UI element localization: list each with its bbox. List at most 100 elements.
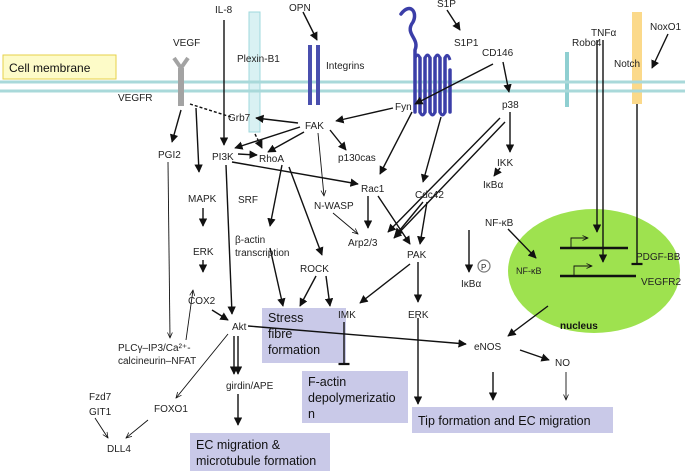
edge-pi3k-rac1 [231, 161, 359, 187]
label-p38: p38 [502, 100, 519, 111]
label-notch: Notch [614, 59, 640, 70]
edge-vegfr-mapk [194, 107, 203, 173]
edge-git1-dll4 [94, 417, 108, 438]
label-girdin: girdin/APE [226, 381, 274, 392]
label-rock: ROCK [300, 264, 329, 275]
s1p1-loops [413, 53, 452, 117]
label-opn: OPN [289, 3, 311, 14]
edge-nfkb-nucleus [507, 228, 537, 259]
edge-nwasp-arp23 [332, 212, 358, 234]
label-ikba1: IκBα [483, 180, 503, 191]
edge-akt-foxo1 [176, 333, 229, 398]
label-pak: PAK [407, 250, 427, 261]
tip-formation-box [412, 407, 613, 433]
membrane-label: Cell membrane [9, 61, 91, 75]
outcome-tip: Tip formation and EC migration [418, 414, 591, 428]
edge-s1p-s1p1 [446, 9, 461, 31]
edge-vegfr-grb7 [189, 103, 232, 118]
edge-fak-p130cas [329, 129, 347, 151]
label-p130cas: p130cas [338, 153, 376, 164]
label-pdgfbb: PDGF-BB [636, 252, 681, 263]
label-rhoa: RhoA [259, 154, 284, 165]
label-enos: eNOS [474, 342, 502, 353]
label-bactin2: transcription [235, 248, 289, 259]
label-akt: Akt [232, 322, 247, 333]
integrin-receptor-b [316, 45, 320, 105]
label-tnfa: TNFα [591, 28, 616, 39]
vegfr-stem [178, 68, 184, 106]
label-fak: FAK [305, 121, 324, 132]
label-vegf: VEGF [173, 38, 200, 49]
outcome-factin-1: F-actin [308, 375, 346, 389]
notch-receptor [632, 12, 642, 104]
edge-fak-pi3k [234, 126, 301, 150]
edge-p38-arp23b [393, 121, 506, 239]
label-no: NO [555, 358, 570, 369]
plexin-receptor [248, 11, 261, 133]
phospho-circle [477, 259, 491, 273]
label-nucleus: nucleus [560, 321, 598, 332]
label-erk-left: ERK [193, 247, 214, 258]
label-integrins: Integrins [326, 61, 364, 72]
label-vegfr: VEGFR [118, 93, 152, 104]
edge-fak-nwasp [317, 132, 324, 196]
ec-migration-box [190, 433, 330, 471]
edge-foxo1-dll4 [126, 419, 149, 438]
edge-opn-integrins [302, 11, 318, 41]
edge-cdc42-arp23 [394, 201, 424, 237]
s1p1-receptor [399, 6, 452, 114]
label-noxo1: NoxO1 [650, 22, 682, 33]
outcome-ecmig-1: EC migration & [196, 438, 281, 452]
label-s1p1: S1P1 [454, 38, 479, 49]
edge-fak-rhoa [267, 131, 305, 153]
edge-enos-no [519, 349, 550, 362]
label-vegfr2: VEGFR2 [641, 277, 681, 288]
label-cd146: CD146 [482, 48, 514, 59]
label-nucleus-nfkb: NF-κB [516, 266, 542, 276]
promoter-vegfr2 [573, 266, 592, 276]
edge-fyn-fak [335, 107, 394, 124]
outcome-stress-2: fibre [268, 327, 292, 341]
label-nfkb: NF-κB [485, 218, 514, 229]
label-bactin1: β-actin [235, 235, 265, 246]
edge-akt-enos [247, 325, 467, 348]
edge-pi3k-rhoa [237, 150, 258, 159]
label-plc1: PLCγ–IP3/Ca²⁺- [118, 343, 191, 354]
label-ikba2: IκBα [461, 279, 481, 290]
label-il8: IL-8 [215, 5, 233, 16]
label-pi3k: PI3K [212, 152, 234, 163]
label-git1: GIT1 [89, 407, 112, 418]
edge-pgi2-plc [168, 161, 170, 338]
edge-plc-cox2 [185, 290, 193, 341]
edge-rock-stress [299, 275, 317, 307]
stress-fibre-box [262, 308, 346, 363]
label-dll4: DLL4 [107, 444, 131, 455]
edge-cd146-p38 [502, 61, 512, 93]
edge-pak-imk [359, 263, 411, 304]
label-rac1: Rac1 [361, 184, 385, 195]
edge-rac1-pak [377, 195, 411, 245]
robo4-receptor [565, 52, 569, 107]
label-mapk: MAPK [188, 194, 217, 205]
label-plexin: Plexin-B1 [237, 54, 280, 65]
edge-cox2-akt [211, 309, 229, 321]
edge-ikk-ikba [493, 167, 502, 177]
label-fyn: Fyn [395, 102, 412, 113]
vegfr-receptor [172, 56, 190, 72]
edge-noxo1-notch [651, 33, 669, 69]
label-robo4: Robo4 [572, 38, 602, 49]
edge-nucleus-enos [507, 305, 549, 337]
label-erk-right: ERK [408, 310, 429, 321]
integrin-receptor-a [308, 45, 312, 105]
edge-rock-stress2 [324, 275, 334, 307]
label-s1p: S1P [437, 0, 456, 10]
edge-pi3k-akt [225, 164, 236, 315]
label-pgi2: PGI2 [158, 150, 181, 161]
label-plc2: calcineurin–NFAT [118, 356, 196, 367]
edge-rhoa-rock [288, 166, 324, 256]
outcome-stress-1: Stress [268, 311, 303, 325]
label-cox2: COX2 [188, 296, 216, 307]
membrane-label-box [2, 54, 117, 80]
edge-p38-arp23a [387, 117, 501, 233]
